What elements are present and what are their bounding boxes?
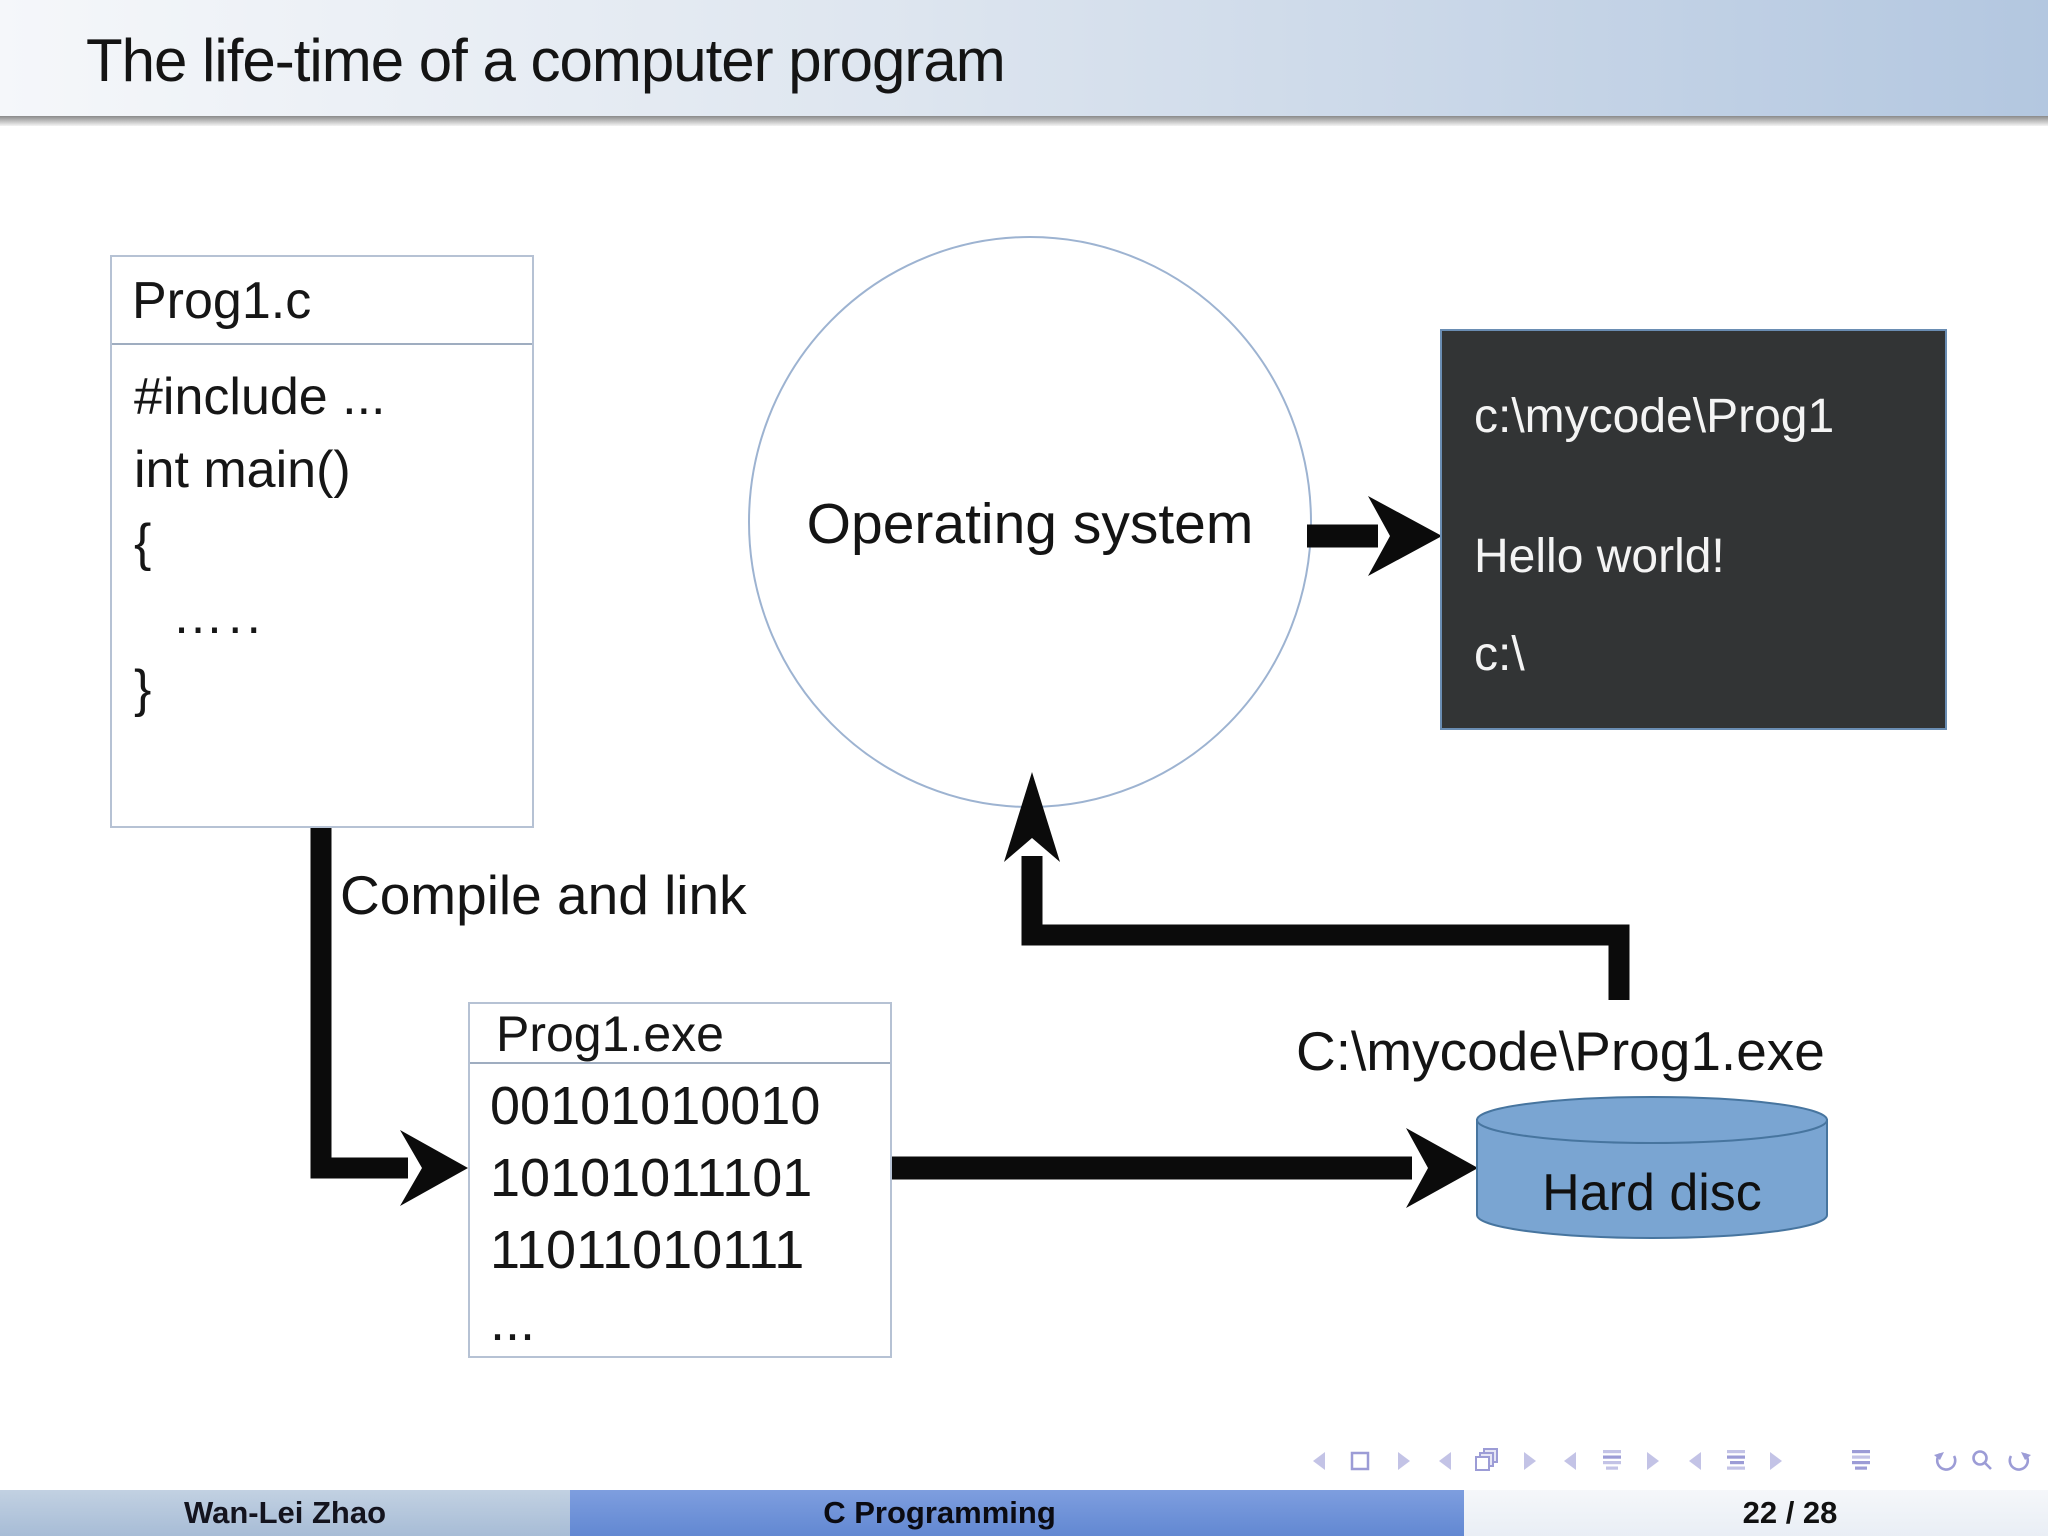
page-title: The life-time of a computer program <box>86 27 1006 94</box>
binary-line: 10101011101 <box>490 1148 813 1208</box>
binary-line: 00101010010 <box>490 1076 821 1136</box>
terminal-line: c:\mycode\Prog1 <box>1474 390 1835 443</box>
compile-and-link-label: Compile and link <box>340 864 747 926</box>
source-line: #include ... <box>134 368 386 426</box>
load-arrow-line <box>1021 856 1630 1000</box>
compile-arrow-line <box>310 828 408 1179</box>
footer-page-number: 22 / 28 <box>1464 1490 2048 1536</box>
nav-prev-subsection-icon[interactable] <box>1689 1452 1701 1470</box>
terminal-line: c:\ <box>1474 628 1525 681</box>
nav-undo-icon[interactable] <box>1934 1452 1957 1471</box>
source-line: int main() <box>134 441 351 499</box>
binary-code: 00101010010 10101011101 11011010111 ... <box>470 1064 890 1358</box>
source-line: { <box>134 514 152 572</box>
title-bar-shadow <box>0 116 2048 126</box>
exe-file-title: Prog1.exe <box>470 1004 890 1064</box>
run-output-arrow-head <box>1368 496 1442 576</box>
nav-next-section-icon[interactable] <box>1647 1452 1659 1470</box>
source-line: } <box>134 660 152 718</box>
compile-arrow-head <box>400 1130 468 1206</box>
source-code: #include ... int main() { ….. } <box>112 345 532 726</box>
load-arrow-head <box>1004 772 1060 862</box>
store-arrow-head <box>1406 1128 1478 1208</box>
binary-line: ... <box>490 1292 536 1352</box>
footer-author: Wan-Lei Zhao <box>0 1490 570 1536</box>
nav-subsection-list-icon[interactable] <box>1727 1450 1745 1470</box>
nav-prev-frame-icon[interactable] <box>1313 1452 1325 1470</box>
nav-slides-icon[interactable] <box>1475 1448 1498 1471</box>
nav-redo-icon[interactable] <box>2008 1452 2031 1471</box>
title-bar: The life-time of a computer program <box>0 0 2048 116</box>
terminal-window: c:\mycode\Prog1 Hello world! c:\ <box>1440 329 1947 730</box>
binary-line: 11011010111 <box>490 1220 805 1280</box>
nav-search-icon[interactable] <box>1972 1450 1992 1470</box>
source-file-title: Prog1.c <box>112 257 532 345</box>
hard-disc-label: Hard disc <box>1542 1164 1762 1222</box>
nav-next-subsection-icon[interactable] <box>1770 1452 1782 1470</box>
nav-frame-icon[interactable] <box>1350 1451 1370 1471</box>
exe-path-label: C:\mycode\Prog1.exe <box>1296 1020 1825 1082</box>
nav-section-list-icon[interactable] <box>1603 1450 1621 1470</box>
hard-disc-top <box>1476 1096 1828 1144</box>
nav-next-slide-icon[interactable] <box>1524 1452 1536 1470</box>
nav-next-frame-icon[interactable] <box>1398 1452 1410 1470</box>
source-file-box: Prog1.c #include ... int main() { ….. } <box>110 255 534 828</box>
nav-appendix-list-icon[interactable] <box>1852 1450 1870 1470</box>
source-line: ….. <box>172 587 265 645</box>
nav-prev-slide-icon[interactable] <box>1439 1452 1451 1470</box>
nav-prev-section-icon[interactable] <box>1564 1452 1576 1470</box>
operating-system-label: Operating system <box>806 492 1254 556</box>
beamer-nav-bar <box>1313 1448 2031 1471</box>
terminal-line: Hello world! <box>1474 530 1725 583</box>
exe-file-box: Prog1.exe 00101010010 10101011101 110110… <box>468 1002 892 1358</box>
footer-course-title: C Programming <box>570 1490 1464 1536</box>
hard-disc-body <box>1476 1119 1828 1239</box>
